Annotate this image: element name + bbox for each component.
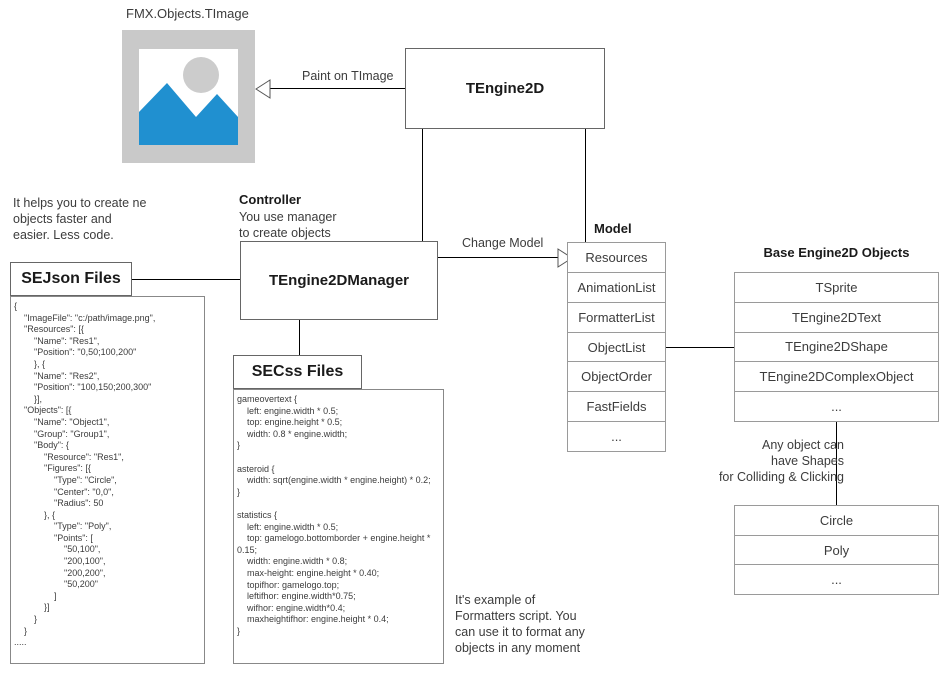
image-caption: FMX.Objects.TImage — [126, 6, 249, 21]
model-row[interactable]: ObjectOrder — [568, 362, 665, 393]
image-mountain-icon — [139, 57, 238, 145]
edge-paint-on-timage-arrowhead — [255, 79, 271, 99]
secss-code-pane: gameovertext { left: engine.width * 0.5;… — [233, 389, 444, 664]
edge-base-objects-to-shapes — [836, 422, 837, 505]
node-tengine2d[interactable]: TEngine2D — [405, 48, 605, 129]
model-table: Resources AnimationList FormatterList Ob… — [567, 242, 666, 452]
base-object-row[interactable]: TEngine2DComplexObject — [735, 362, 938, 393]
model-row[interactable]: Resources — [568, 243, 665, 273]
node-secss-files-header[interactable]: SECss Files — [233, 355, 362, 389]
edge-paint-on-timage-label: Paint on TImage — [300, 69, 396, 83]
node-tengine2d-label: TEngine2D — [465, 80, 545, 97]
model-row[interactable]: ObjectList — [568, 333, 665, 363]
note-sejson-hint: It helps you to create ne objects faster… — [13, 196, 147, 242]
edge-tengine2d-to-manager — [422, 129, 423, 241]
edge-sejson-to-manager — [132, 279, 240, 280]
base-object-row[interactable]: TEngine2DShape — [735, 333, 938, 363]
model-row[interactable]: ... — [611, 429, 622, 445]
shapes-table: Circle Poly ... — [734, 505, 939, 595]
note-model-title: Model — [594, 221, 632, 236]
edge-manager-to-secss — [299, 320, 300, 355]
timage-placeholder — [122, 30, 255, 163]
note-secss-hint: It's example of Formatters script. You c… — [455, 593, 585, 655]
node-tengine2dmanager-label: TEngine2DManager — [268, 272, 410, 289]
note-shapes-hint: Any object can have Shapes for Colliding… — [718, 438, 844, 484]
shape-row[interactable]: ... — [831, 572, 842, 588]
edge-tengine2d-to-model — [585, 129, 586, 242]
note-base-objects-title: Base Engine2D Objects — [763, 245, 910, 260]
node-sejson-files-header[interactable]: SEJson Files — [10, 262, 132, 296]
shape-row[interactable]: Circle — [735, 506, 938, 536]
edge-change-model-label: Change Model — [460, 236, 546, 250]
base-object-row[interactable]: TEngine2DText — [735, 303, 938, 333]
model-row[interactable]: AnimationList — [568, 273, 665, 303]
base-object-row[interactable]: TSprite — [735, 273, 938, 303]
node-sejson-files-label: SEJson Files — [21, 270, 121, 287]
node-tengine2dmanager[interactable]: TEngine2DManager — [240, 241, 438, 320]
base-object-row[interactable]: ... — [831, 399, 842, 415]
shape-row[interactable]: Poly — [735, 536, 938, 566]
base-objects-table: TSprite TEngine2DText TEngine2DShape TEn… — [734, 272, 939, 422]
edge-objectlist-to-base-objects — [666, 347, 734, 348]
node-secss-files-label: SECss Files — [251, 363, 344, 380]
sejson-code-pane: { "ImageFile": "c:/path/image.png", "Res… — [10, 296, 205, 664]
note-controller-title: Controller — [239, 192, 302, 207]
edge-change-model-line — [438, 257, 559, 258]
note-controller-body: You use manager to create objects — [239, 210, 337, 240]
timage-picture — [139, 49, 238, 145]
edge-change-model-arrowhead — [557, 248, 573, 268]
edge-paint-on-timage-line — [268, 88, 405, 89]
model-row[interactable]: FormatterList — [568, 303, 665, 333]
model-row[interactable]: FastFields — [568, 392, 665, 423]
